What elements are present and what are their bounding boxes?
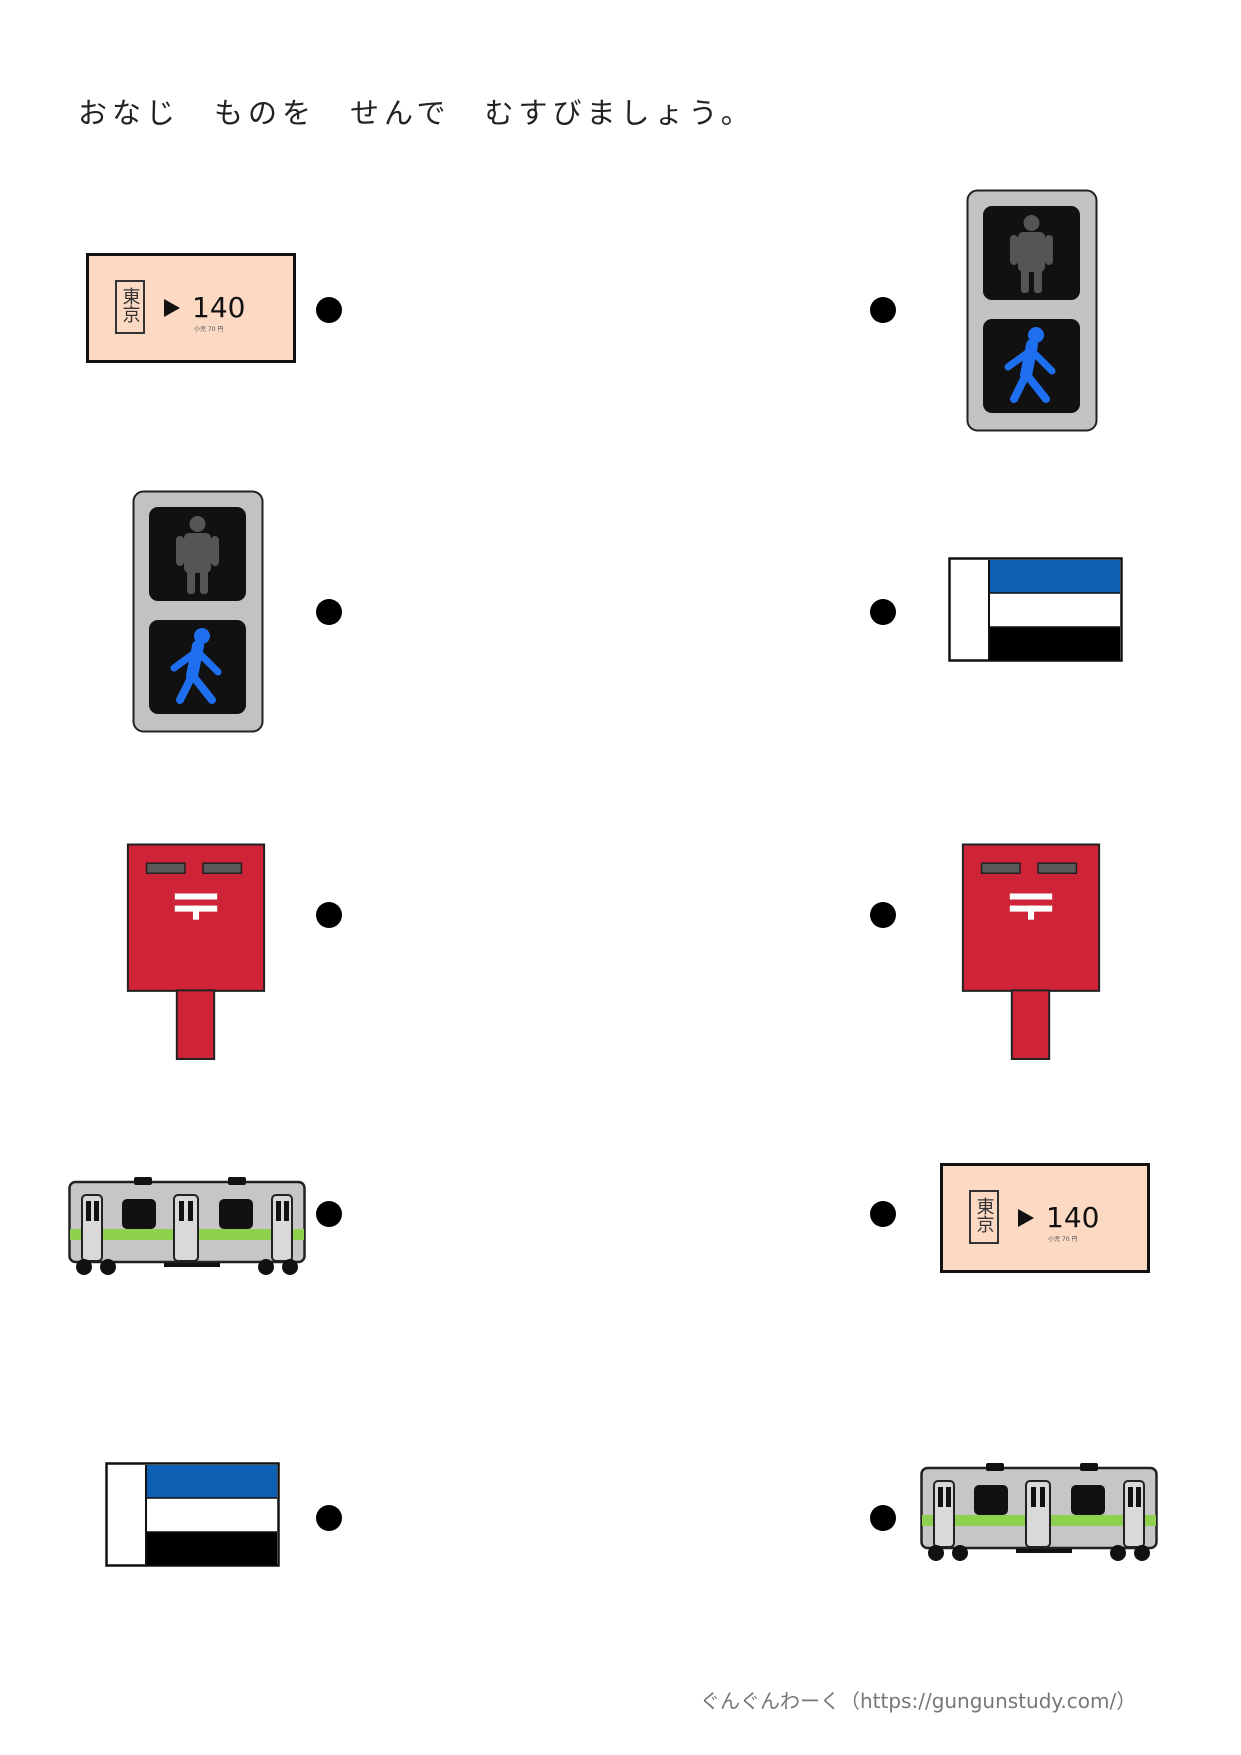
right-signal-image bbox=[965, 189, 1099, 433]
left-postbox-image bbox=[126, 843, 266, 1061]
instruction-text: おなじ ものを せんで むすびましょう。 bbox=[78, 96, 755, 130]
left-dot-5[interactable] bbox=[316, 1505, 342, 1531]
ticket-fare-text: 140 bbox=[1046, 1201, 1099, 1234]
left-flag-image bbox=[105, 1462, 281, 1568]
right-dot-1[interactable] bbox=[870, 297, 896, 323]
left-dot-4[interactable] bbox=[316, 1201, 342, 1227]
right-train-image bbox=[920, 1463, 1158, 1563]
right-postbox-image bbox=[961, 843, 1101, 1061]
left-signal-image bbox=[131, 490, 265, 734]
ticket-small-text: 小児 70 円 bbox=[194, 325, 223, 333]
left-dot-2[interactable] bbox=[316, 599, 342, 625]
left-ticket-image: 東京 140 小児 70 円 bbox=[86, 253, 296, 363]
right-dot-5[interactable] bbox=[870, 1505, 896, 1531]
right-flag-image bbox=[948, 557, 1124, 663]
right-dot-4[interactable] bbox=[870, 1201, 896, 1227]
right-ticket-image: 東京 140 小児 70 円 bbox=[940, 1163, 1150, 1273]
ticket-station-text: 東京 bbox=[120, 287, 141, 324]
ticket-small-text: 小児 70 円 bbox=[1048, 1235, 1077, 1243]
left-dot-1[interactable] bbox=[316, 297, 342, 323]
footer-credit: ぐんぐんわーく（https://gungunstudy.com/） bbox=[700, 1689, 1137, 1713]
right-dot-3[interactable] bbox=[870, 902, 896, 928]
right-dot-2[interactable] bbox=[870, 599, 896, 625]
left-dot-3[interactable] bbox=[316, 902, 342, 928]
ticket-station-text: 東京 bbox=[974, 1197, 995, 1234]
ticket-fare-text: 140 bbox=[192, 291, 245, 324]
left-train-image bbox=[68, 1177, 306, 1277]
